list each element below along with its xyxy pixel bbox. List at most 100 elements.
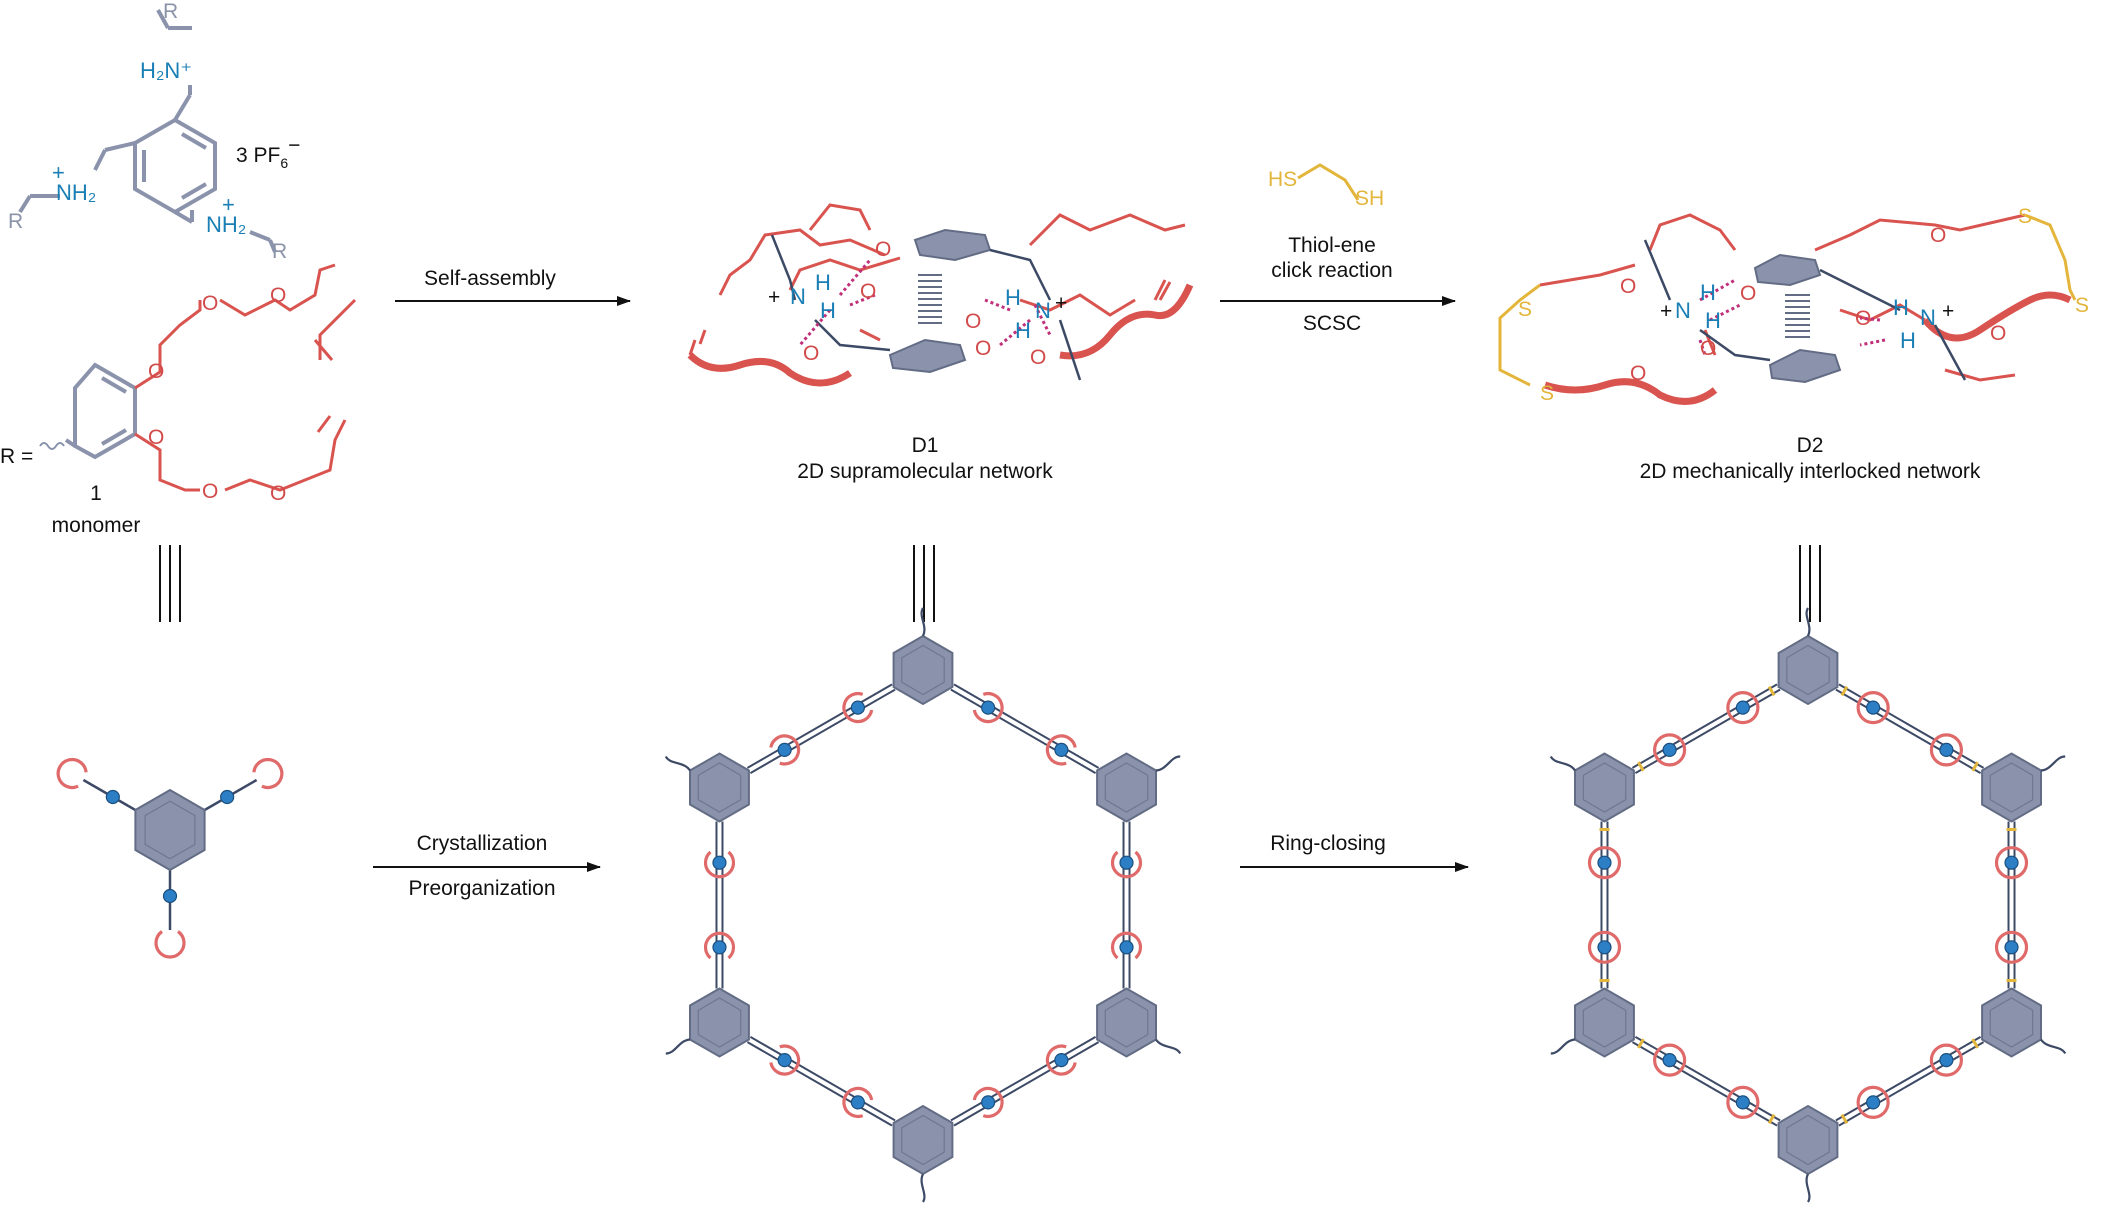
- oxygen-label: O: [202, 480, 218, 503]
- crown-ring: [769, 734, 801, 766]
- thioether-mark: [1971, 1038, 1979, 1049]
- crown-ring-closed: [1856, 1085, 1890, 1120]
- benzene-node: [689, 987, 750, 1058]
- d1-h-left: H: [815, 270, 831, 295]
- crown-ring: [1110, 850, 1143, 879]
- network-axle: [746, 1041, 893, 1127]
- d1-oxygen: O: [965, 310, 981, 333]
- thioether-mark: [1971, 761, 1979, 772]
- d1-oxygen: O: [803, 342, 819, 365]
- ammonium-ball: [981, 1095, 996, 1110]
- d2-oxygen: O: [1740, 282, 1756, 305]
- arrow-ring-closing: Ring-closing: [1240, 832, 1469, 872]
- monomer-name: monomer: [52, 514, 141, 537]
- arrow-thiol-ene: Thiol-ene click reaction SCSC: [1220, 234, 1456, 335]
- wavy-bond: [39, 442, 65, 450]
- wavy-end: [920, 1173, 926, 1203]
- ammonium-ball: [162, 888, 178, 904]
- d1-crown-left: [687, 203, 901, 387]
- crown-ring-closed: [1856, 690, 1890, 725]
- d1-n-left: N: [790, 284, 806, 309]
- ammonium-ball: [1054, 1052, 1069, 1068]
- ammonium-top-label: H₂N⁺: [140, 58, 192, 83]
- oxygen-label: O: [148, 360, 164, 383]
- wavy-end: [1549, 755, 1576, 772]
- d2-h-right: H: [1893, 295, 1909, 320]
- d2-h-left: H: [1705, 308, 1721, 333]
- equivalence-signs: [159, 545, 1821, 622]
- d2-n-right: N: [1920, 305, 1936, 330]
- network-axle: [950, 1036, 1097, 1122]
- d2-sulfur: S: [2018, 205, 2032, 228]
- d2-axles: [1643, 239, 1967, 381]
- d1-n-right: N: [1035, 298, 1051, 323]
- wavy-end: [664, 755, 691, 772]
- wavy-end: [1550, 1038, 1576, 1055]
- ammonium-ball: [1662, 1052, 1677, 1068]
- d2-oxygen: O: [1630, 362, 1646, 385]
- monomer-arms: [18, 9, 277, 253]
- oxygen-label: O: [270, 482, 286, 505]
- crown-ring-closed: [1726, 1085, 1760, 1120]
- wavy-end: [2040, 755, 2066, 772]
- monomer-benzene: [133, 117, 217, 215]
- thiol-hs-label: HS: [1268, 168, 1297, 191]
- benzene-inner: [901, 1114, 945, 1166]
- d1-plus-left: +: [768, 286, 780, 309]
- d2-oxygen: O: [1620, 275, 1636, 298]
- thioether-mark: [1767, 1113, 1776, 1125]
- monomer-number: 1: [90, 482, 102, 505]
- crown-ring-closed: [1587, 930, 1622, 964]
- benzene-inner: [697, 997, 742, 1048]
- scsc-label: SCSC: [1303, 312, 1361, 335]
- benzene-inner: [1582, 762, 1627, 813]
- crown-ring: [1045, 1044, 1077, 1076]
- d1-structure: + N H H N + H H O O O O O O D1 2D supram…: [687, 203, 1194, 483]
- network-axle: [953, 683, 1100, 769]
- monomer-structure: H₂N⁺ R NH₂ + R NH₂ + R 3 PF6−: [8, 0, 300, 263]
- ammonium-ball: [1119, 855, 1134, 870]
- d1-h-right: H: [1015, 318, 1031, 343]
- ammonium-ball: [850, 1095, 865, 1110]
- benzene-node: [892, 634, 954, 706]
- crown-ring-closed: [1726, 690, 1760, 725]
- benzene-inner: [1786, 1114, 1830, 1166]
- d2-thioether-links: [1498, 213, 2077, 387]
- r-top-label: R: [163, 0, 178, 23]
- crown-ring: [56, 757, 88, 790]
- ammonium-ball: [1866, 1095, 1881, 1110]
- arrow-crystallization: Crystallization Preorganization: [373, 832, 601, 900]
- crown-chains: [134, 263, 357, 492]
- ammonium-left-label: NH₂: [56, 180, 96, 205]
- d1-oxygen: O: [860, 280, 876, 303]
- ammonium-left-plus: +: [52, 160, 65, 185]
- benzene-inner: [1582, 997, 1627, 1048]
- counter-ion-label: 3 PF6−: [236, 134, 300, 171]
- d2-plus-right: +: [1942, 300, 1954, 323]
- network-axle: [749, 688, 896, 774]
- ammonium-ball: [2004, 855, 2019, 870]
- crown-ring: [842, 692, 874, 724]
- crown-ring-closed: [1653, 733, 1687, 767]
- thioether-mark: [1637, 761, 1645, 772]
- crown-ring: [252, 757, 284, 790]
- d1-pi-stack: [918, 274, 942, 324]
- self-assembly-label: Self-assembly: [424, 267, 556, 290]
- benzene-inner: [901, 644, 945, 696]
- d2-hydrogen-bonds: [1698, 278, 1886, 356]
- crown-ring: [154, 930, 186, 959]
- benzene-node: [1981, 987, 2042, 1058]
- d1-oxygen: O: [875, 238, 891, 261]
- d1-crown-right: [1019, 213, 1194, 360]
- thiol-chain: [1297, 163, 1360, 201]
- ammonium-ball: [1939, 1052, 1954, 1068]
- ring-closing-label: Ring-closing: [1270, 832, 1386, 855]
- d1-title: 2D supramolecular network: [797, 460, 1053, 483]
- crown-ring: [842, 1086, 874, 1118]
- ammonium-ball: [1597, 855, 1612, 870]
- benzene-node: [1096, 987, 1157, 1058]
- crown-ring: [769, 1044, 801, 1076]
- d2-title: 2D mechanically interlocked network: [1640, 460, 1981, 483]
- d1-oxygen: O: [975, 337, 991, 360]
- dithiol-reagent: HS SH: [1268, 163, 1384, 210]
